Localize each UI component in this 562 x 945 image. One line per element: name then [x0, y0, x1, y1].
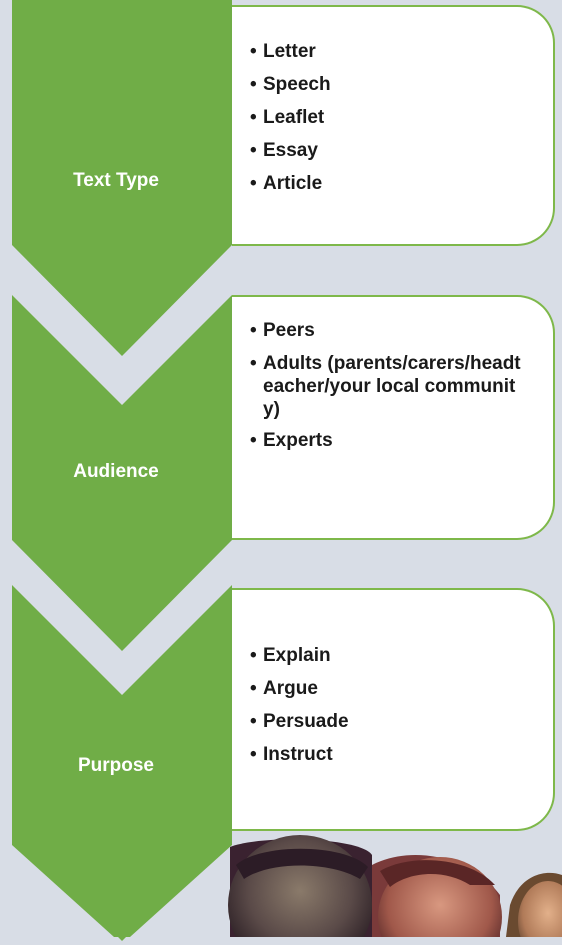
list-item: •Adults (parents/carers/headteacher/your…: [250, 353, 521, 420]
items-box-purpose: •Explain •Argue •Persuade •Instruct: [232, 588, 555, 831]
list-item: •Argue: [250, 678, 318, 699]
section-label-purpose: Purpose: [77, 755, 155, 776]
list-item: •Instruct: [250, 744, 333, 765]
list-item: •Peers: [250, 320, 315, 341]
list-item: •Letter: [250, 41, 316, 62]
list-item: •Experts: [250, 430, 333, 451]
list-item: •Leaflet: [250, 107, 325, 128]
list-item: •Article: [250, 173, 323, 194]
list-item: •Explain: [250, 645, 331, 666]
section-label-audience: Audience: [73, 461, 159, 482]
chevron-tail: [12, 830, 232, 937]
chevron-text-type: [12, 0, 232, 356]
section-label-text-type: Text Type: [73, 170, 159, 191]
chevron-audience: [12, 295, 232, 651]
items-box-text-type: •Letter •Speech •Leaflet •Essay •Article: [232, 5, 555, 246]
list-item: •Speech: [250, 74, 331, 95]
list-item: •Persuade: [250, 711, 349, 732]
list-item: •Essay: [250, 140, 318, 161]
items-box-audience: •Peers •Adults (parents/carers/headteach…: [232, 295, 555, 540]
